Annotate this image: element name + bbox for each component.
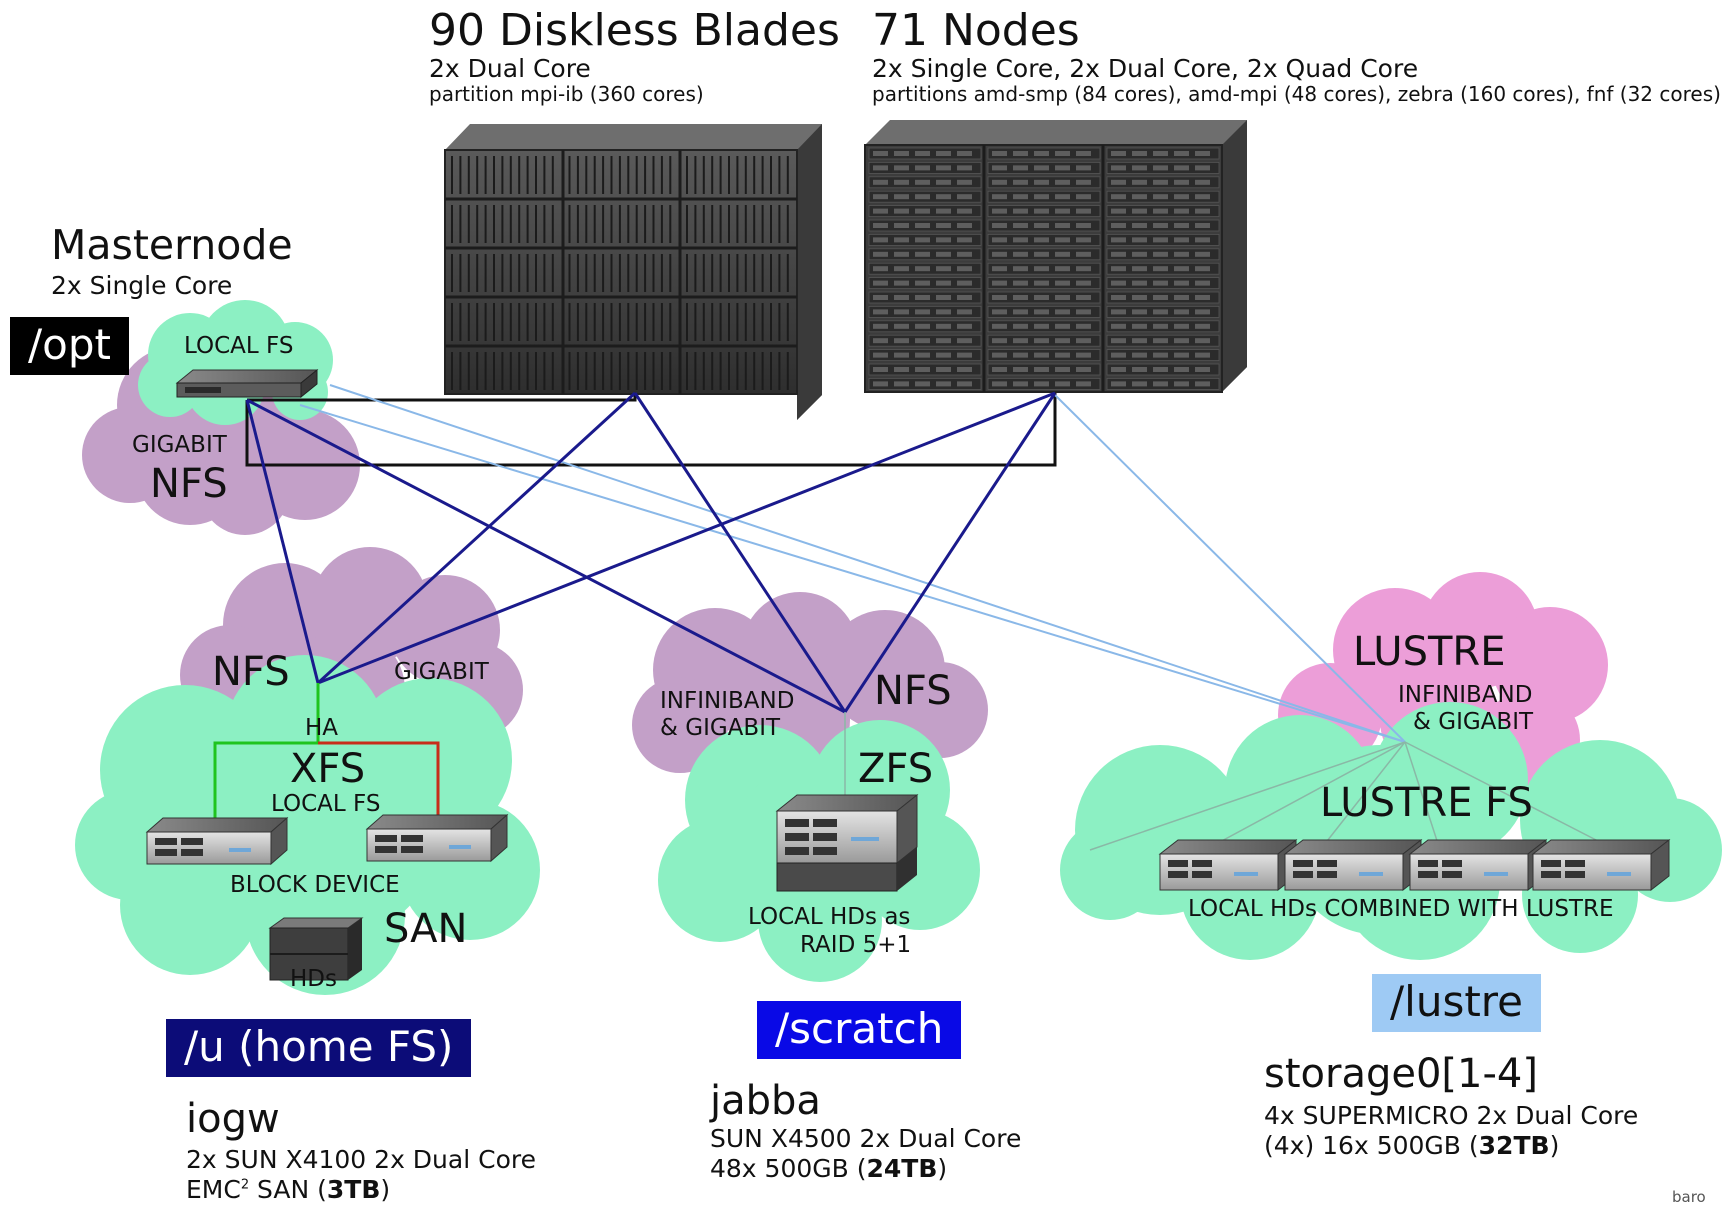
nodes-subtitle: 2x Single Core, 2x Dual Core, 2x Quad Co… [872,54,1419,83]
blades-partition: partition mpi-ib (360 cores) [429,82,704,106]
diskless-blades-rack [444,124,822,420]
blades-subtitle: 2x Dual Core [429,54,591,83]
ha-label: HA [305,715,339,741]
masternode-local-fs-label: LOCAL FS [184,333,294,359]
iogw-hostname: iogw [186,1096,280,1142]
iogw-server-2 [365,813,509,863]
gigabit-links [245,393,1057,467]
scratch-local-hds-label-1: LOCAL HDs as [748,904,911,930]
lustre-server-2 [1283,838,1423,892]
mount-scratch: /scratch [757,1001,962,1059]
xfs-label: XFS [290,746,366,792]
infiniband-links [245,391,1057,714]
jabba-spec-1: SUN X4500 2x Dual Core [710,1124,1022,1153]
storage-spec-2: (4x) 16x 500GB (32TB) [1264,1131,1560,1160]
lustre-infiniband-label: INFINIBAND [1398,682,1533,708]
nodes-partitions: partitions amd-smp (84 cores), amd-mpi (… [872,82,1721,106]
mount-lustre: /lustre [1372,974,1541,1032]
san-label: SAN [384,906,468,952]
jabba-spec-2: 48x 500GB (24TB) [710,1154,948,1183]
lustre-server-1 [1158,838,1298,892]
iogw-spec-1: 2x SUN X4100 2x Dual Core [186,1145,536,1174]
masternode-gigabit-label: GIGABIT [132,432,227,458]
mount-home: /u (home FS) [166,1019,472,1077]
ha-links [213,683,440,820]
mount-opt: /opt [10,317,129,375]
masternode-local-fs-cloud [138,300,333,425]
lustre-server-3 [1408,838,1548,892]
home-local-fs-label: LOCAL FS [271,791,381,817]
home-gigabit-label: GIGABIT [394,659,489,685]
scratch-gigabit-label: & GIGABIT [660,715,781,741]
scratch-nfs-label: NFS [874,668,952,714]
lustre-fs-label: LUSTRE FS [1320,780,1533,826]
masternode-server [175,368,319,399]
nodes-title: 71 Nodes [872,5,1080,56]
storage-spec-1: 4x SUPERMICRO 2x Dual Core [1264,1101,1639,1130]
jabba-hostname: jabba [710,1078,821,1124]
block-device-label: BLOCK DEVICE [230,872,400,898]
masternode-nfs-label: NFS [150,461,228,507]
lustre-gigabit-label: & GIGABIT [1413,709,1534,735]
lustre-local-hds-label: LOCAL HDs COMBINED WITH LUSTRE [1188,896,1614,922]
light-blue-links [299,384,1406,743]
nodes-rack [864,120,1247,393]
author-credit: baro [1672,1188,1706,1206]
scratch-local-hds-label-2: RAID 5+1 [800,932,912,958]
masternode-title: Masternode [51,221,293,269]
iogw-spec-2: EMC2 SAN (3TB) [186,1175,391,1204]
home-nfs-label: NFS [212,649,290,695]
lustre-fan-links [844,712,1601,851]
blades-title: 90 Diskless Blades [429,5,840,56]
san-disk-array [268,917,364,981]
lustre-label: LUSTRE [1353,629,1506,675]
storage-hostname: storage0[1-4] [1264,1051,1538,1097]
hds-label: HDs [290,966,337,992]
scratch-infiniband-label: INFINIBAND [660,688,795,714]
jabba-server [775,793,919,892]
iogw-server-1 [145,816,289,866]
masternode-subtitle: 2x Single Core [51,271,233,300]
lustre-server-4 [1531,838,1671,892]
zfs-label: ZFS [858,746,934,792]
